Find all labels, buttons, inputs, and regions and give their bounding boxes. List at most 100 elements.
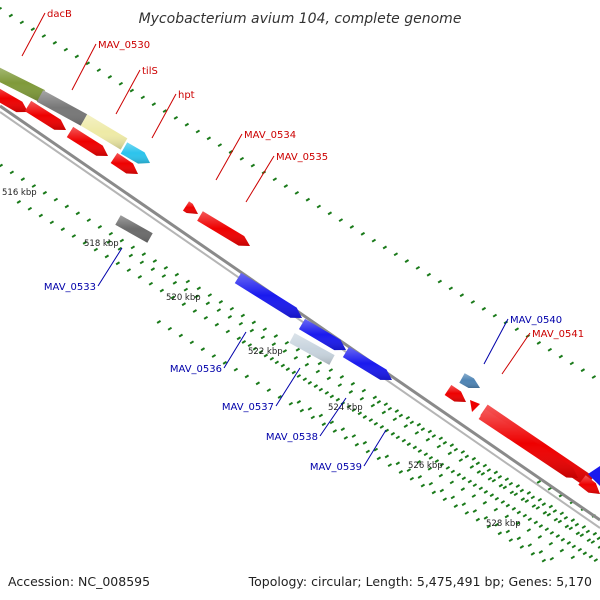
leader-line-mav_0533 (97, 247, 123, 287)
tick-mark (222, 360, 228, 365)
tick-mark (520, 497, 526, 502)
tick-mark (541, 558, 547, 563)
tick-mark (266, 388, 272, 393)
tick-mark (530, 551, 536, 556)
tick-mark (526, 491, 532, 495)
tick-mark (436, 444, 442, 449)
tick-mark (403, 424, 409, 428)
gene-feature-mav_0536-shading (234, 272, 302, 318)
tick-mark (564, 524, 570, 529)
tick-mark (284, 340, 290, 345)
tick-mark (97, 225, 103, 229)
tick-mark (108, 231, 114, 236)
tick-mark (140, 95, 146, 100)
tick-mark (373, 421, 379, 426)
tick-mark (493, 470, 499, 475)
tick-mark (339, 375, 345, 379)
tick-label-524-kbp: 524 kbp (328, 403, 363, 413)
tick-mark (471, 494, 477, 498)
tick-mark (93, 247, 99, 252)
tick-label-528-kbp: 528 kbp (486, 519, 521, 529)
tick-mark (376, 400, 382, 404)
tick-label-526-kbp: 526 kbp (408, 461, 443, 471)
tick-mark (299, 408, 305, 413)
tick-mark (486, 524, 492, 529)
tick-mark (527, 543, 533, 548)
tick-mark (481, 306, 487, 311)
tick-mark (416, 422, 422, 427)
tick-mark (406, 442, 412, 447)
tick-mark (192, 309, 198, 313)
tick-mark (387, 463, 393, 468)
orf-arrow-shading (24, 100, 66, 130)
tick-mark (464, 510, 470, 515)
tick-mark (236, 336, 242, 341)
tick-mark (538, 550, 544, 554)
tick-mark (405, 415, 411, 420)
tick-mark (96, 68, 102, 73)
gene-label-mav_0538: MAV_0538 (266, 432, 318, 443)
tick-mark (537, 497, 543, 502)
tick-mark (227, 315, 233, 319)
tick-mark (536, 340, 542, 345)
tick-mark (546, 512, 552, 517)
gene-label-mav_0530: MAV_0530 (98, 40, 150, 51)
tick-mark (280, 363, 286, 368)
tick-mark (296, 399, 302, 404)
tick-mark (494, 522, 500, 527)
tick-mark (249, 328, 255, 333)
tick-mark (514, 327, 520, 332)
tick-mark (218, 300, 224, 304)
tick-mark (450, 469, 456, 474)
tick-mark (414, 430, 420, 435)
tick-mark (515, 521, 521, 526)
tick-mark (337, 383, 343, 388)
tick-mark (387, 406, 393, 411)
tick-mark (593, 558, 599, 563)
tick-mark (482, 463, 488, 468)
tick-mark (486, 468, 492, 473)
orf-arrow-shading (110, 153, 138, 174)
gene-label-dacb: dacB (47, 9, 72, 20)
tick-mark (467, 479, 473, 484)
tick-mark (269, 356, 275, 361)
tick-mark (442, 440, 448, 445)
tick-mark (513, 492, 519, 497)
tick-mark (450, 495, 456, 500)
tick-mark (445, 465, 451, 470)
tick-mark (346, 404, 352, 409)
tick-mark (505, 529, 511, 534)
tick-mark (291, 370, 297, 375)
tick-mark (502, 485, 508, 490)
tick-mark (559, 511, 565, 516)
tick-mark (530, 495, 536, 500)
tick-mark (500, 500, 506, 504)
tick-mark (449, 443, 455, 448)
tick-mark (428, 481, 434, 486)
tick-mark (225, 329, 231, 334)
tick-mark (557, 519, 563, 524)
tick-mark (549, 556, 555, 561)
tick-mark (475, 517, 481, 522)
tick-mark (316, 204, 322, 209)
tick-mark (156, 320, 162, 324)
tick-mark (464, 454, 470, 459)
tick-mark (273, 334, 279, 338)
tick-mark (438, 473, 444, 478)
tick-mark (255, 381, 261, 386)
tick-mark (8, 13, 14, 18)
tick-mark (170, 295, 176, 300)
tick-mark (491, 478, 497, 483)
tick-mark (371, 238, 377, 243)
tick-mark (162, 109, 168, 113)
tick-mark (426, 272, 432, 277)
tick-mark (588, 554, 594, 559)
tick-mark (141, 252, 147, 257)
tick-mark (538, 524, 544, 528)
tick-mark (349, 225, 355, 229)
gene-label-hpt: hpt (178, 90, 195, 101)
tick-mark (130, 245, 136, 250)
tick-mark (592, 531, 598, 536)
